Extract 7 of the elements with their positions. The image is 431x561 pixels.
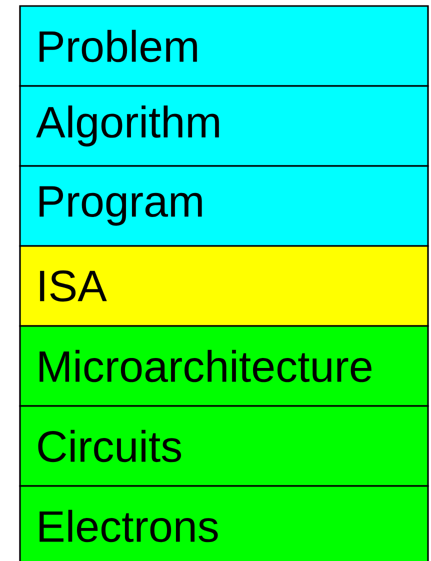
layer-box: ISA	[19, 245, 429, 327]
layer-box: Circuits	[19, 405, 429, 487]
layer-box: Problem	[19, 5, 429, 87]
layer-box: Program	[19, 165, 429, 247]
layer-box: Algorithm	[19, 85, 429, 167]
layer-box: Microarchitecture	[19, 325, 429, 407]
layer-box: Electrons	[19, 485, 429, 561]
